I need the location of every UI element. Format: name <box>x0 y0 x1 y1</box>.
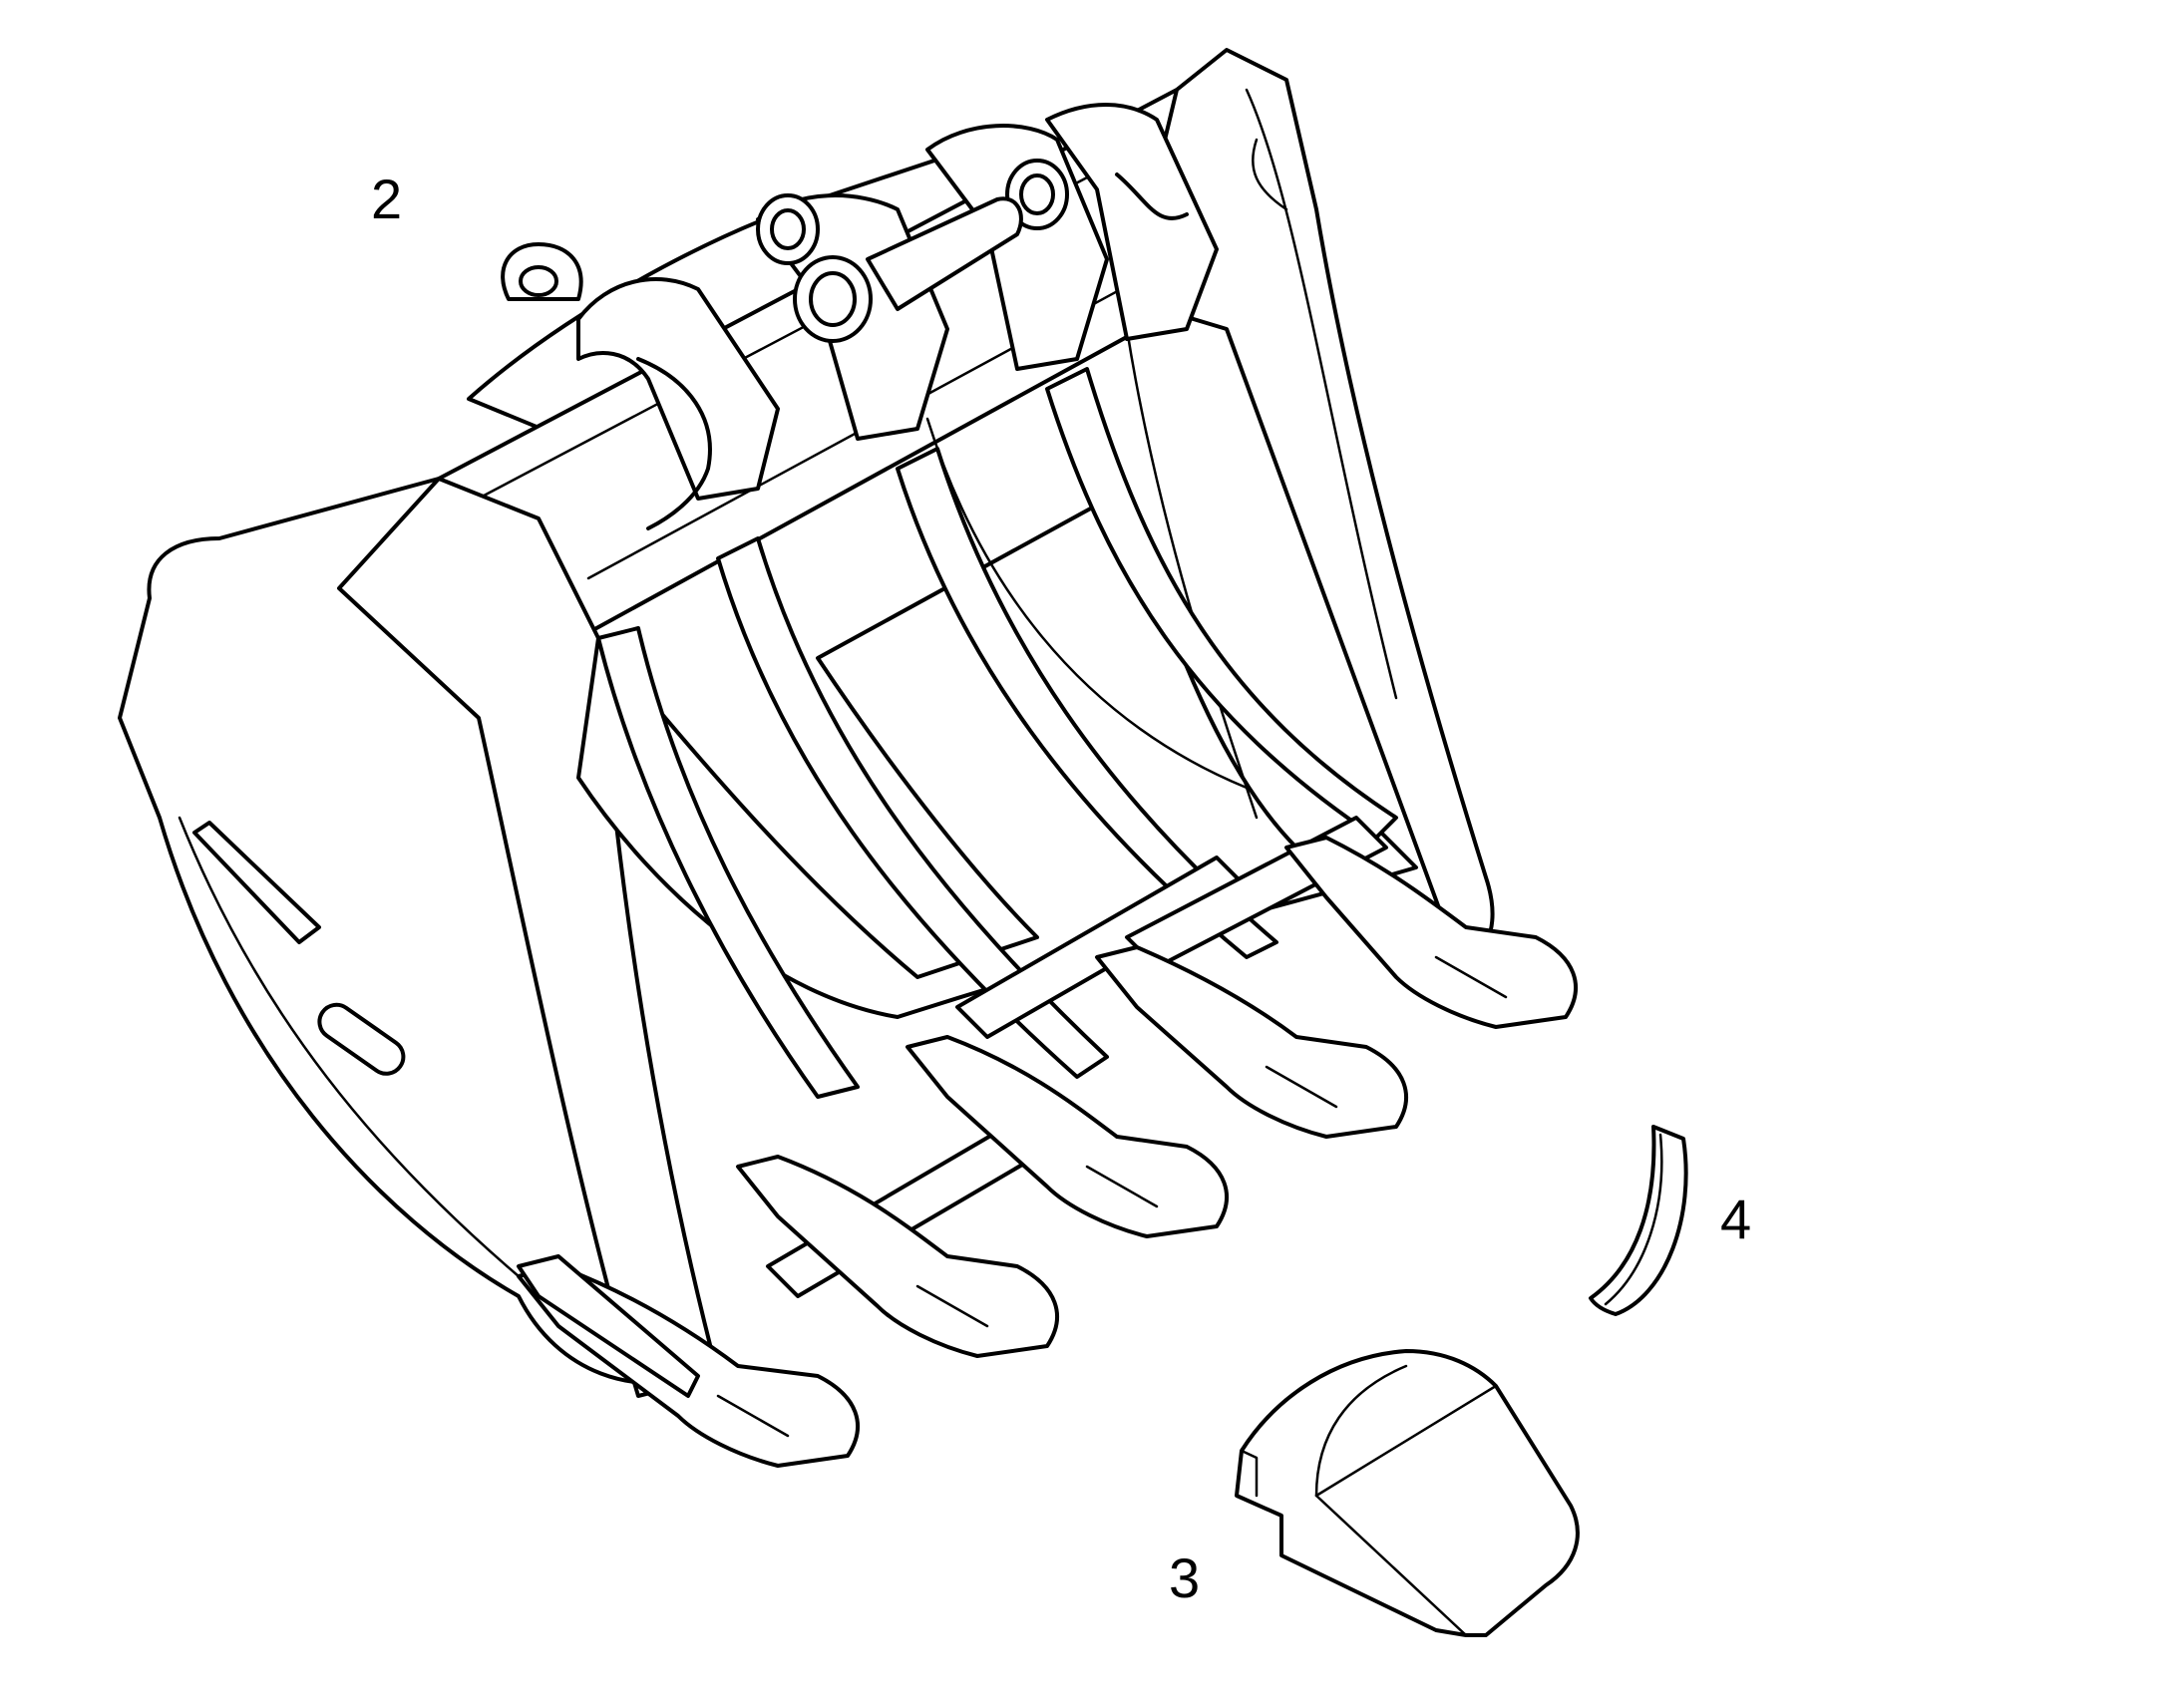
left-plate-slot <box>317 1002 406 1076</box>
tooth-body <box>1235 1349 1580 1637</box>
bracket-hook-2 <box>1115 172 1189 221</box>
tooth-notch <box>1240 1449 1259 1498</box>
shank-2 <box>716 536 1109 1079</box>
tooth-assembly-5 <box>1284 836 1578 1029</box>
bucket-part <box>118 48 1578 1468</box>
tooth-assembly-4 <box>1095 945 1408 1139</box>
tooth-assembly-3 <box>906 1035 1229 1238</box>
callout-3: 3 <box>1169 1546 1201 1609</box>
pin-bushing-1 <box>793 255 873 343</box>
bottom-wear-strip <box>517 1254 700 1398</box>
pin-bushing-3 <box>1005 159 1069 230</box>
lock-pin-edge <box>1604 1133 1663 1306</box>
mounting-ear-4 <box>1045 103 1219 341</box>
left-plate-slot-frame <box>192 821 321 944</box>
shank-4 <box>1045 367 1398 840</box>
right-side-plate <box>1125 48 1495 959</box>
tooth-socket-curve <box>1314 1364 1408 1498</box>
pin-bushing-2 <box>756 193 820 265</box>
callout-4: 4 <box>1720 1188 1752 1250</box>
shank-1 <box>596 626 860 1099</box>
tooth-front-ridge <box>1314 1494 1468 1637</box>
right-plate-inner-edge <box>1245 88 1398 700</box>
left-plate-wear-edge <box>178 816 521 1278</box>
callout-2: 2 <box>371 168 403 230</box>
tooth-top-ridge <box>1314 1384 1498 1498</box>
shank-3 <box>896 447 1278 959</box>
lifting-eye-hole <box>519 265 558 297</box>
lock-part <box>1589 1125 1688 1316</box>
mounting-ear-1 <box>576 277 780 501</box>
tooth-assembly-2 <box>736 1155 1059 1358</box>
lock-pin-body <box>1589 1125 1688 1316</box>
pin-shaft <box>866 196 1023 311</box>
right-plate-notch <box>1252 138 1288 211</box>
tooth-part <box>1235 1349 1580 1637</box>
bracket-hook-1 <box>636 357 712 530</box>
bucket-floor-curve-2 <box>1125 327 1259 820</box>
